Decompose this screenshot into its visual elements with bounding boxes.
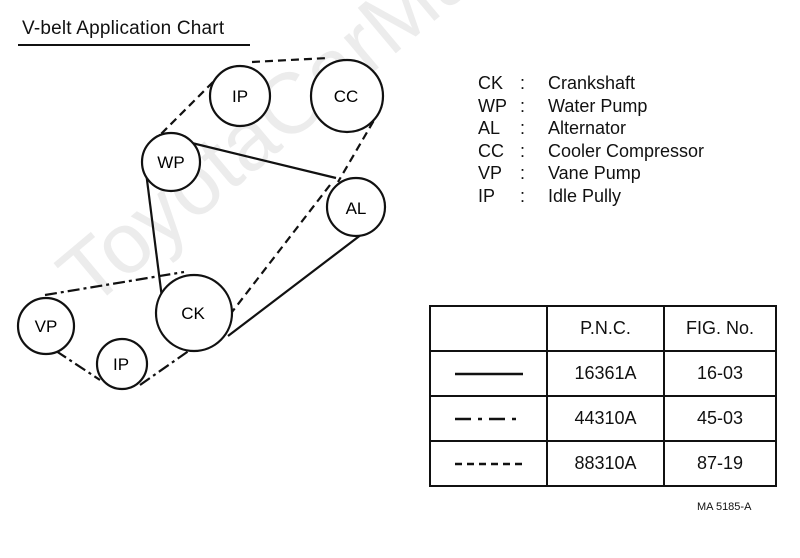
pulley-label: IP bbox=[232, 87, 248, 106]
pulley-ip-top: IP bbox=[208, 64, 272, 128]
legend-separator: : bbox=[520, 118, 526, 138]
legend-abbr: CK bbox=[478, 73, 504, 93]
legend-row: VP : Vane Pump bbox=[478, 162, 704, 185]
belt-solid-segment bbox=[227, 230, 367, 337]
legend-separator: : bbox=[520, 185, 526, 206]
pulley-circle bbox=[16, 296, 76, 356]
legend-separator: : bbox=[520, 95, 526, 116]
pulley-label: VP bbox=[35, 317, 58, 336]
pnc-cell: 88310A bbox=[546, 440, 665, 487]
table-row: 88310A 87-19 bbox=[429, 440, 777, 487]
belt-dashed-segment bbox=[156, 81, 214, 139]
title-underline bbox=[18, 44, 250, 46]
parts-table: P.N.C. FIG. No. 16361A 16-03 44310A 45-0… bbox=[429, 305, 777, 487]
belt-dash-dot bbox=[44, 270, 191, 386]
belt-dashed-segment bbox=[231, 184, 331, 313]
line-style-sample-dash-dot bbox=[429, 395, 548, 442]
pnc-cell: 44310A bbox=[546, 395, 665, 442]
legend-name: Idle Pully bbox=[548, 185, 622, 206]
pulley-circle bbox=[154, 273, 234, 353]
legend-separator: : bbox=[520, 140, 526, 161]
legend-row: IP : Idle Pully bbox=[478, 185, 704, 208]
legend-name: Water Pump bbox=[548, 95, 648, 116]
pulley-ip-bottom: IP bbox=[95, 337, 149, 391]
pnc-cell: 16361A bbox=[546, 350, 665, 397]
dash-dot-line-icon bbox=[454, 417, 523, 421]
pulley-circle bbox=[325, 176, 387, 238]
legend-row: WP : Water Pump bbox=[478, 95, 704, 118]
legend-abbr: VP bbox=[478, 163, 503, 183]
header-line-style bbox=[429, 305, 548, 352]
chart-title: V-belt Application Chart bbox=[22, 18, 225, 39]
belt-solid-segment bbox=[144, 171, 164, 299]
legend-abbr: IP bbox=[478, 185, 496, 206]
belt-dash-dot-segment bbox=[55, 350, 101, 381]
line-style-sample-solid bbox=[429, 350, 548, 397]
header-pnc: P.N.C. bbox=[546, 305, 665, 352]
belt-dash-dot-segment bbox=[44, 270, 185, 297]
legend-abbr: AL bbox=[478, 118, 501, 138]
pulley-label: AL bbox=[346, 199, 367, 218]
table-row: 44310A 45-03 bbox=[429, 395, 777, 442]
legend-name: Vane Pump bbox=[548, 163, 641, 183]
pulley-label: WP bbox=[157, 153, 184, 172]
legend-separator: : bbox=[520, 163, 526, 183]
pulley-circle bbox=[140, 131, 202, 193]
legend-abbr: CC bbox=[478, 140, 504, 161]
fig-cell: 16-03 bbox=[663, 350, 777, 397]
solid-line-icon bbox=[454, 372, 523, 376]
pulley-circle bbox=[309, 58, 385, 134]
pulley-label: CK bbox=[181, 304, 205, 323]
legend-row: CK : Crankshaft bbox=[478, 72, 704, 95]
legend-row: CC : Cooler Compressor bbox=[478, 140, 704, 163]
header-fig-no: FIG. No. bbox=[663, 305, 777, 352]
pulley-vp: VP bbox=[16, 296, 76, 356]
dashed-line-icon bbox=[454, 462, 523, 466]
fig-cell: 87-19 bbox=[663, 440, 777, 487]
pulley-circle bbox=[95, 337, 149, 391]
legend-name: Cooler Compressor bbox=[548, 140, 705, 161]
legend: CK : Crankshaft WP : Water Pump AL : Alt… bbox=[478, 72, 704, 207]
pulley-label: CC bbox=[334, 87, 359, 106]
belt-dash-dot-segment bbox=[139, 349, 191, 386]
legend-name: Crankshaft bbox=[548, 73, 636, 93]
pulley-al: AL bbox=[325, 176, 387, 238]
figure-code: MA 5185-A bbox=[697, 501, 752, 513]
table-row: 16361A 16-03 bbox=[429, 350, 777, 397]
parts-table-header: P.N.C. FIG. No. bbox=[429, 305, 777, 352]
pulley-label: IP bbox=[113, 355, 129, 374]
pulley-ck: CK bbox=[154, 273, 234, 353]
legend-name: Alternator bbox=[548, 118, 627, 138]
legend-separator: : bbox=[520, 73, 526, 93]
pulley-cc: CC bbox=[309, 58, 385, 134]
pulley-wp: WP bbox=[140, 131, 202, 193]
fig-cell: 45-03 bbox=[663, 395, 777, 442]
pulley-circle bbox=[208, 64, 272, 128]
belt-dashed-segment bbox=[251, 56, 329, 64]
line-style-sample-dashed bbox=[429, 440, 548, 487]
legend-row: AL : Alternator bbox=[478, 117, 704, 140]
legend-abbr: WP bbox=[478, 95, 507, 116]
